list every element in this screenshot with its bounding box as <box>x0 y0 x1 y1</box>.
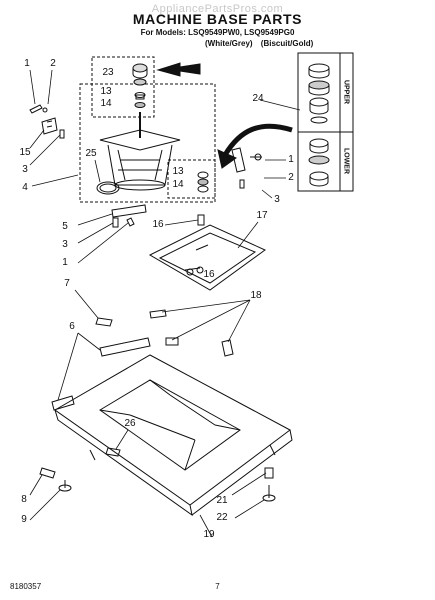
part-3-clip-left <box>59 129 65 139</box>
callout-4: 4 <box>22 182 28 193</box>
pointer-arrow-23 <box>156 62 201 77</box>
callout-14-top: 14 <box>100 98 112 109</box>
part-16-pins <box>197 214 205 226</box>
watermark: AppliancePartsPros.com <box>151 3 284 15</box>
callout-7: 7 <box>64 278 70 289</box>
callout-9: 9 <box>21 514 27 525</box>
callout-1-lower: 1 <box>62 257 68 268</box>
callout-15: 15 <box>19 147 31 158</box>
variant-white-grey: (White/Grey) <box>205 39 253 48</box>
callout-3-right: 3 <box>274 194 280 205</box>
part-3-1-lower-left <box>112 217 135 228</box>
callout-17: 17 <box>256 210 268 221</box>
page-number: 7 <box>215 582 220 591</box>
callout-2-right: 2 <box>288 172 294 183</box>
part-21-22-leveling-leg-right <box>262 467 276 502</box>
callout-19: 19 <box>203 529 215 540</box>
part-5-clip <box>111 204 147 218</box>
callout-3-lower: 3 <box>62 239 68 250</box>
part-6-rail <box>51 337 151 411</box>
callout-8: 8 <box>21 494 27 505</box>
callout-21: 21 <box>216 495 228 506</box>
bearing-inset-box <box>297 52 354 192</box>
callout-16-upper: 16 <box>152 219 164 230</box>
callout-25: 25 <box>85 148 97 159</box>
part-1-2-3-right <box>231 147 262 189</box>
callout-18: 18 <box>250 290 262 301</box>
lower-bearing-kit <box>308 138 330 187</box>
callout-26: 26 <box>124 418 136 429</box>
part-13-14-side-stack <box>197 171 209 193</box>
lower-label: LOWER <box>342 147 350 175</box>
callout-5: 5 <box>62 221 68 232</box>
part-18-clips <box>149 309 234 357</box>
callout-13-side: 13 <box>172 166 184 177</box>
part-19-machine-base <box>54 354 293 517</box>
model-numbers: For Models: LSQ9549PW0, LSQ9549PG0 <box>140 28 295 37</box>
part-4-transmission <box>99 112 181 191</box>
document-number: 8180357 <box>10 582 42 591</box>
part-26-bracket <box>105 447 121 457</box>
callout-1-left: 1 <box>24 58 30 69</box>
upper-bearing-kit <box>308 63 330 124</box>
upper-label: UPPER <box>342 79 350 105</box>
curved-pointer-arrow <box>217 123 293 169</box>
callout-24: 24 <box>252 93 264 104</box>
part-25-ring <box>96 181 120 195</box>
side-stack-box <box>167 159 216 199</box>
variant-biscuit-gold: (Biscuit/Gold) <box>260 39 314 48</box>
part-17-frame-bracket <box>148 224 266 291</box>
part-8-9-leveling-leg-left <box>39 467 72 492</box>
callout-14-side: 14 <box>172 179 184 190</box>
leader-lines <box>29 69 301 538</box>
part-15-bracket <box>41 117 58 135</box>
callout-2-left: 2 <box>50 58 56 69</box>
callout-6: 6 <box>69 321 75 332</box>
callout-13-top: 13 <box>100 86 112 97</box>
part-13-washer <box>134 92 146 100</box>
part-7-clip <box>95 317 113 327</box>
callout-1-right: 1 <box>288 154 294 165</box>
callout-23: 23 <box>102 67 114 78</box>
callout-16-lower: 16 <box>203 269 215 280</box>
top-stack-box <box>91 56 155 118</box>
part-14-spacer <box>134 102 146 108</box>
color-variants: (White/Grey) (Biscuit/Gold) <box>205 39 319 48</box>
transmission-box <box>79 83 216 203</box>
page-title: MACHINE BASE PARTS <box>132 11 303 27</box>
callout-3-left: 3 <box>22 164 28 175</box>
part-23-cups <box>132 63 148 86</box>
callout-22: 22 <box>216 512 228 523</box>
part-1-2-bolt-left <box>29 104 48 114</box>
